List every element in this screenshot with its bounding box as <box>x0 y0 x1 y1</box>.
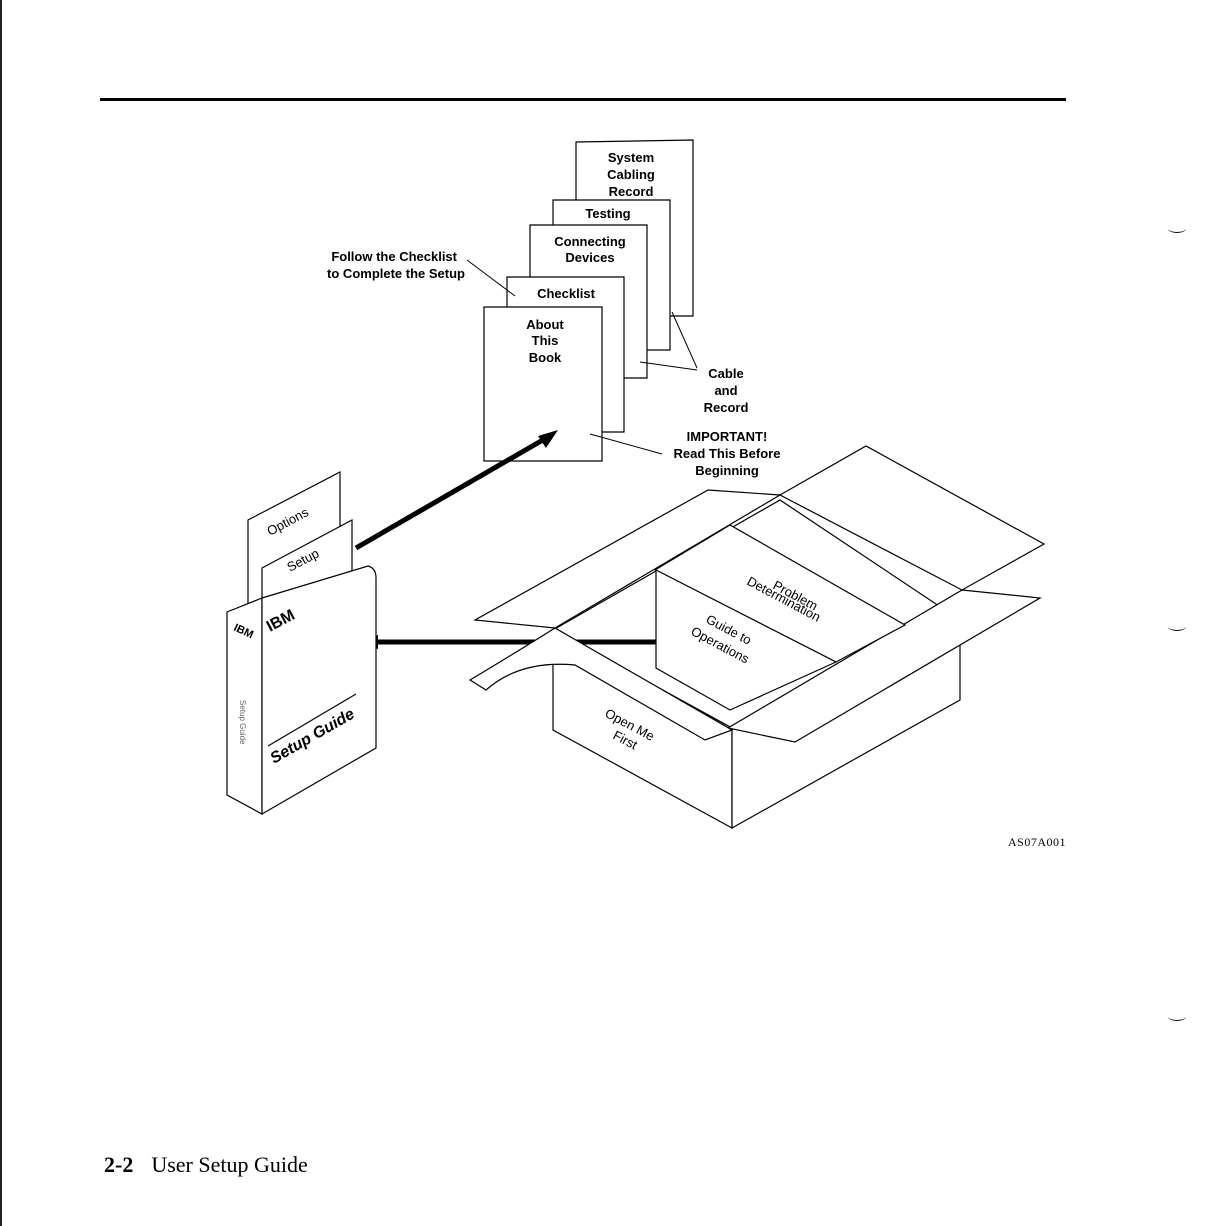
callout-follow-line1: Follow the Checklist <box>331 249 457 264</box>
label-about-line2: This <box>532 333 559 348</box>
doc-about-this-book <box>483 306 603 462</box>
box-flap-back-left <box>473 489 782 629</box>
page-footer: 2-2 User Setup Guide <box>104 1152 308 1178</box>
label-about-line3: Book <box>529 350 562 365</box>
binder-cover <box>261 565 377 816</box>
callout-cable-line3: Record <box>704 400 749 415</box>
callout-important-line3: Beginning <box>695 463 759 478</box>
callout-follow-line2: to Complete the Setup <box>327 266 465 281</box>
setup-guide-binder <box>226 471 377 816</box>
label-connecting-line2: Devices <box>565 250 614 265</box>
page-left-edge <box>0 0 2 1226</box>
figure-id: AS07A001 <box>1008 835 1067 849</box>
label-system-line2: Cabling <box>607 167 655 182</box>
label-system-line3: Record <box>609 184 654 199</box>
page-number: 2-2 <box>104 1152 134 1177</box>
guide-to-operations-book <box>655 569 838 711</box>
label-setup-guide-spine: Setup Guide <box>238 700 247 745</box>
callout-cable-line2: and <box>714 383 737 398</box>
label-testing: Testing <box>585 206 630 221</box>
arrow-to-documents <box>354 430 558 551</box>
label-about-line1: About <box>526 317 564 332</box>
callout-important-line1: IMPORTANT! <box>687 429 768 444</box>
book-title: User Setup Guide <box>151 1152 308 1177</box>
label-connecting-line1: Connecting <box>554 234 626 249</box>
edge-mark <box>1168 622 1186 631</box>
shipping-box <box>468 445 1046 830</box>
box-flap-left-torn <box>468 627 734 741</box>
box-flap-back-right <box>778 445 1046 591</box>
callout-cable-line1: Cable <box>708 366 743 381</box>
label-checklist: Checklist <box>537 286 595 301</box>
edge-mark <box>1168 224 1186 233</box>
edge-mark <box>1168 1012 1186 1021</box>
label-system-line1: System <box>608 150 654 165</box>
callout-important-line2: Read This Before <box>674 446 781 461</box>
box-flap-right <box>726 589 1042 743</box>
top-rule <box>100 98 1066 101</box>
